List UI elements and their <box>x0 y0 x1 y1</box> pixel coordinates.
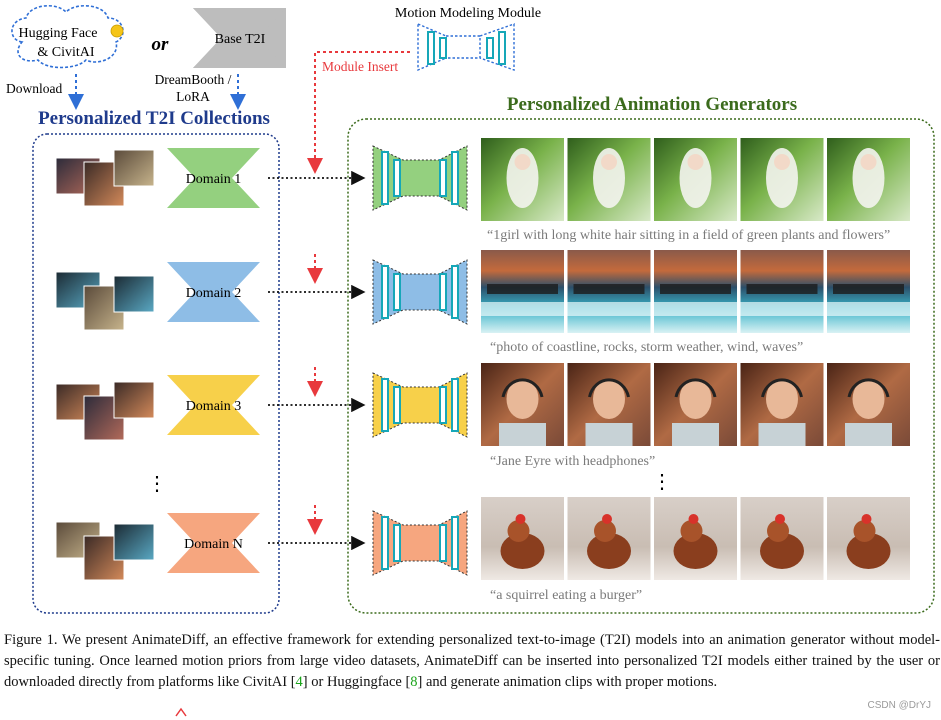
animation-frame <box>654 138 737 221</box>
row-3: Domain 3 “Jane Eyre with headphones” <box>55 363 910 469</box>
animation-frame <box>481 250 564 333</box>
animation-frame <box>567 497 651 580</box>
prompt-text: “photo of coastline, rocks, storm weathe… <box>490 340 803 355</box>
motion-module-bar <box>381 151 389 205</box>
motion-module-bar <box>439 386 447 424</box>
download-label: Download <box>6 81 62 96</box>
caption-ref-civitai[interactable]: 4 <box>295 674 303 690</box>
domain-thumbnail <box>113 523 155 561</box>
dreambooth-label-line2: LoRA <box>176 89 210 104</box>
animation-frame <box>481 138 564 221</box>
caption-ref-huggingface[interactable]: 8 <box>410 674 418 690</box>
dreambooth-label-line1: DreamBooth / <box>155 72 232 87</box>
animation-frame <box>567 250 651 333</box>
animation-frame <box>827 138 910 221</box>
row-1: Domain 1 “1girl with long white hair sitt… <box>55 138 910 243</box>
module-insert-label: Module Insert <box>322 59 398 74</box>
motion-module-bar <box>451 378 459 432</box>
animation-frame <box>481 497 564 580</box>
animation-generator-unet <box>372 372 468 438</box>
domain-label: Domain 2 <box>186 286 242 301</box>
motion-module-title: Motion Modeling Module <box>395 6 541 21</box>
domain-thumbnail <box>113 275 155 313</box>
cloud-text-line2: & CivitAI <box>37 45 95 60</box>
or-label: or <box>152 34 170 55</box>
caption-part1: Figure 1. We present AnimateDiff, an eff… <box>4 632 940 690</box>
motion-module-bar <box>381 378 389 432</box>
animation-frame <box>481 363 564 446</box>
motion-module-bar <box>451 265 459 319</box>
domain-label: Domain 1 <box>186 172 242 187</box>
animation-frame <box>827 363 910 446</box>
domain-thumbnail <box>113 149 155 187</box>
motion-module-bar <box>439 159 447 197</box>
animation-frame <box>740 250 824 333</box>
watermark: CSDN @DrYJ <box>867 700 932 711</box>
animation-generator-unet <box>372 259 468 325</box>
module-insert-arrow <box>307 51 410 174</box>
left-section-title: Personalized T2I Collections <box>38 108 270 129</box>
domain-thumbnail <box>113 381 155 419</box>
left-ellipsis: ⋮ <box>147 473 167 495</box>
prompt-text: “1girl with long white hair sitting in a… <box>487 228 890 243</box>
motion-module-bar <box>393 386 401 424</box>
hugging-face-icon <box>110 24 124 38</box>
motion-module-icon <box>417 22 515 72</box>
animation-generator-unet <box>372 145 468 211</box>
motion-module-bar <box>393 159 401 197</box>
animation-generator-unet <box>372 510 468 576</box>
motion-module-bar <box>393 524 401 562</box>
figure-caption: Figure 1. We present AnimateDiff, an eff… <box>4 630 940 693</box>
domain-shape <box>167 375 260 435</box>
row-4: Domain N “a squirrel eating a burger” <box>55 497 910 603</box>
animation-frame <box>827 497 910 580</box>
animation-frame <box>567 363 651 446</box>
motion-module-bar <box>451 151 459 205</box>
animation-frame <box>654 363 737 446</box>
caret-marker <box>175 707 187 717</box>
source-cloud: Hugging Face & CivitAI <box>11 5 124 69</box>
animation-frame <box>654 250 737 333</box>
left-collection-container <box>32 133 280 614</box>
prompt-text: “a squirrel eating a burger” <box>490 588 642 603</box>
domain-label: Domain 3 <box>186 399 242 414</box>
motion-module-bar <box>439 524 447 562</box>
animation-frame <box>567 138 651 221</box>
animation-frame <box>827 250 910 333</box>
animation-frame <box>740 138 824 221</box>
animation-frame <box>654 497 737 580</box>
row-2: Domain 2 “photo of coastline, rocks, stor… <box>55 250 910 355</box>
cloud-text-line1: Hugging Face <box>19 26 98 41</box>
right-section-title: Personalized Animation Generators <box>507 94 797 115</box>
animation-frame <box>740 363 824 446</box>
domain-label: Domain N <box>184 537 243 552</box>
caption-part3: ] and generate animation clips with prop… <box>417 674 718 690</box>
domain-shape <box>167 262 260 322</box>
right-ellipsis: ⋮ <box>652 471 672 493</box>
animation-frame <box>740 497 824 580</box>
prompt-text: “Jane Eyre with headphones” <box>490 454 655 469</box>
caption-part2: ] or Huggingface [ <box>302 674 411 690</box>
motion-module-bar <box>381 265 389 319</box>
motion-module-bar <box>439 273 447 311</box>
base-t2i-model: Base T2I <box>193 8 286 68</box>
motion-module-bar <box>393 273 401 311</box>
domain-shape <box>167 148 260 208</box>
domain-shape <box>167 513 260 573</box>
motion-module-bar <box>381 516 389 570</box>
motion-module-bar <box>451 516 459 570</box>
base-t2i-label: Base T2I <box>215 32 266 47</box>
